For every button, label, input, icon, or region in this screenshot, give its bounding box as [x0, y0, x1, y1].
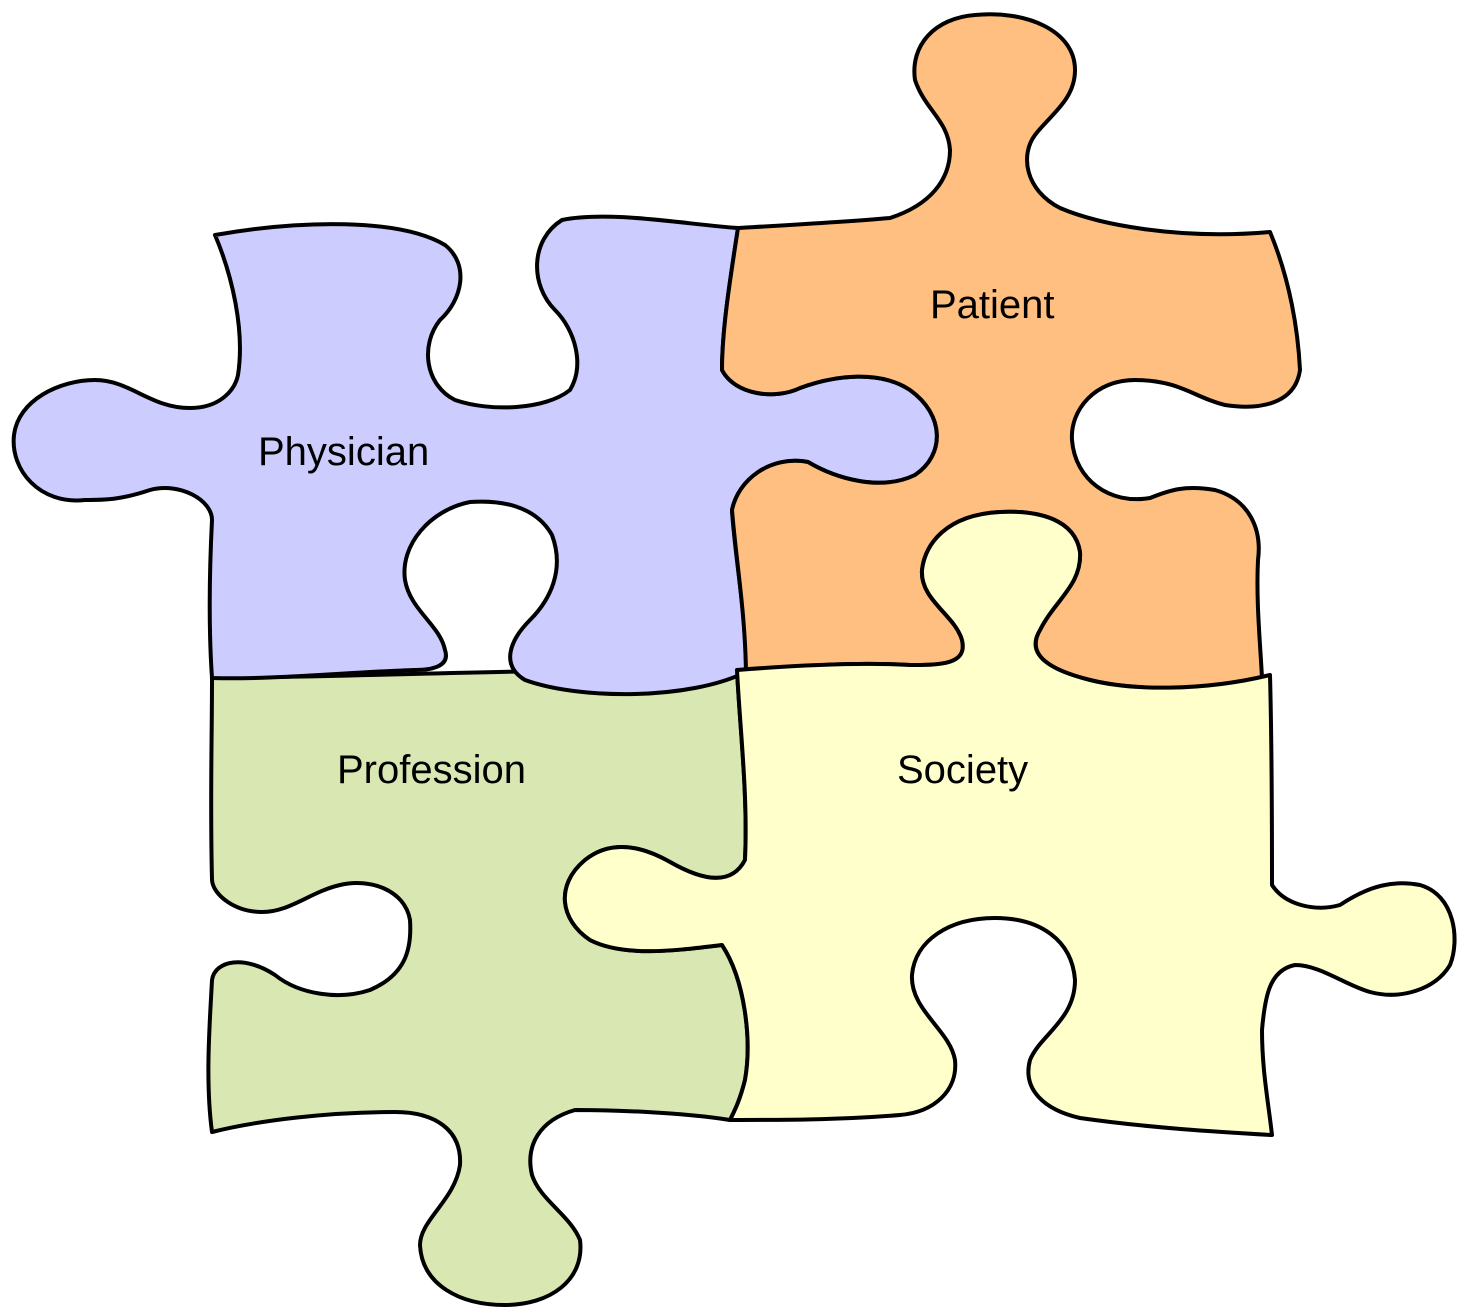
label-physician: Physician	[258, 430, 429, 474]
puzzle-piece-patient	[720, 12, 1302, 690]
label-patient: Patient	[930, 283, 1055, 327]
puzzle-piece-physician	[11, 214, 939, 697]
label-society: Society	[897, 748, 1028, 792]
label-profession: Profession	[337, 748, 526, 792]
puzzle-piece-society	[562, 509, 1457, 1137]
